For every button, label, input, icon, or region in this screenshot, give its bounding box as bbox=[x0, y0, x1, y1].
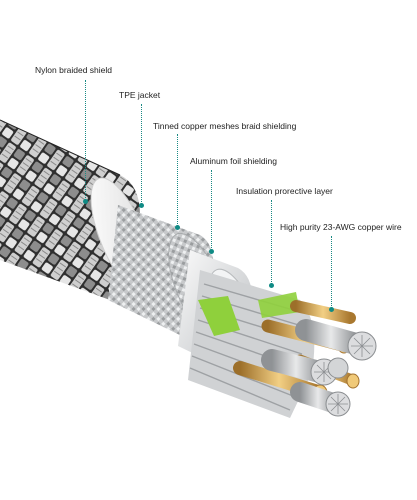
label-nylon-braided-shield: Nylon braided shield bbox=[35, 65, 113, 75]
leader-dot-mesh bbox=[175, 225, 180, 230]
leader-dot-foil bbox=[209, 249, 214, 254]
leader-line-tpe bbox=[141, 104, 142, 204]
leader-line-copper bbox=[331, 236, 332, 308]
leader-dot-insulation bbox=[269, 283, 274, 288]
label-aluminum-foil: Aluminum foil shielding bbox=[190, 156, 277, 166]
label-insulation-layer: Insulation prorective layer bbox=[236, 186, 333, 196]
label-tpe-jacket: TPE jacket bbox=[119, 90, 161, 100]
leader-dot-tpe bbox=[139, 203, 144, 208]
label-copper-wire: High purity 23-AWG copper wire bbox=[280, 222, 402, 232]
leader-line-insulation bbox=[271, 200, 272, 284]
leader-line-mesh bbox=[177, 134, 178, 226]
leader-dot-copper bbox=[329, 307, 334, 312]
leader-line-foil bbox=[211, 170, 212, 250]
leader-dot-nylon bbox=[83, 199, 88, 204]
label-tinned-copper-mesh: Tinned copper meshes braid shielding bbox=[153, 121, 297, 131]
leader-line-nylon bbox=[85, 80, 86, 200]
